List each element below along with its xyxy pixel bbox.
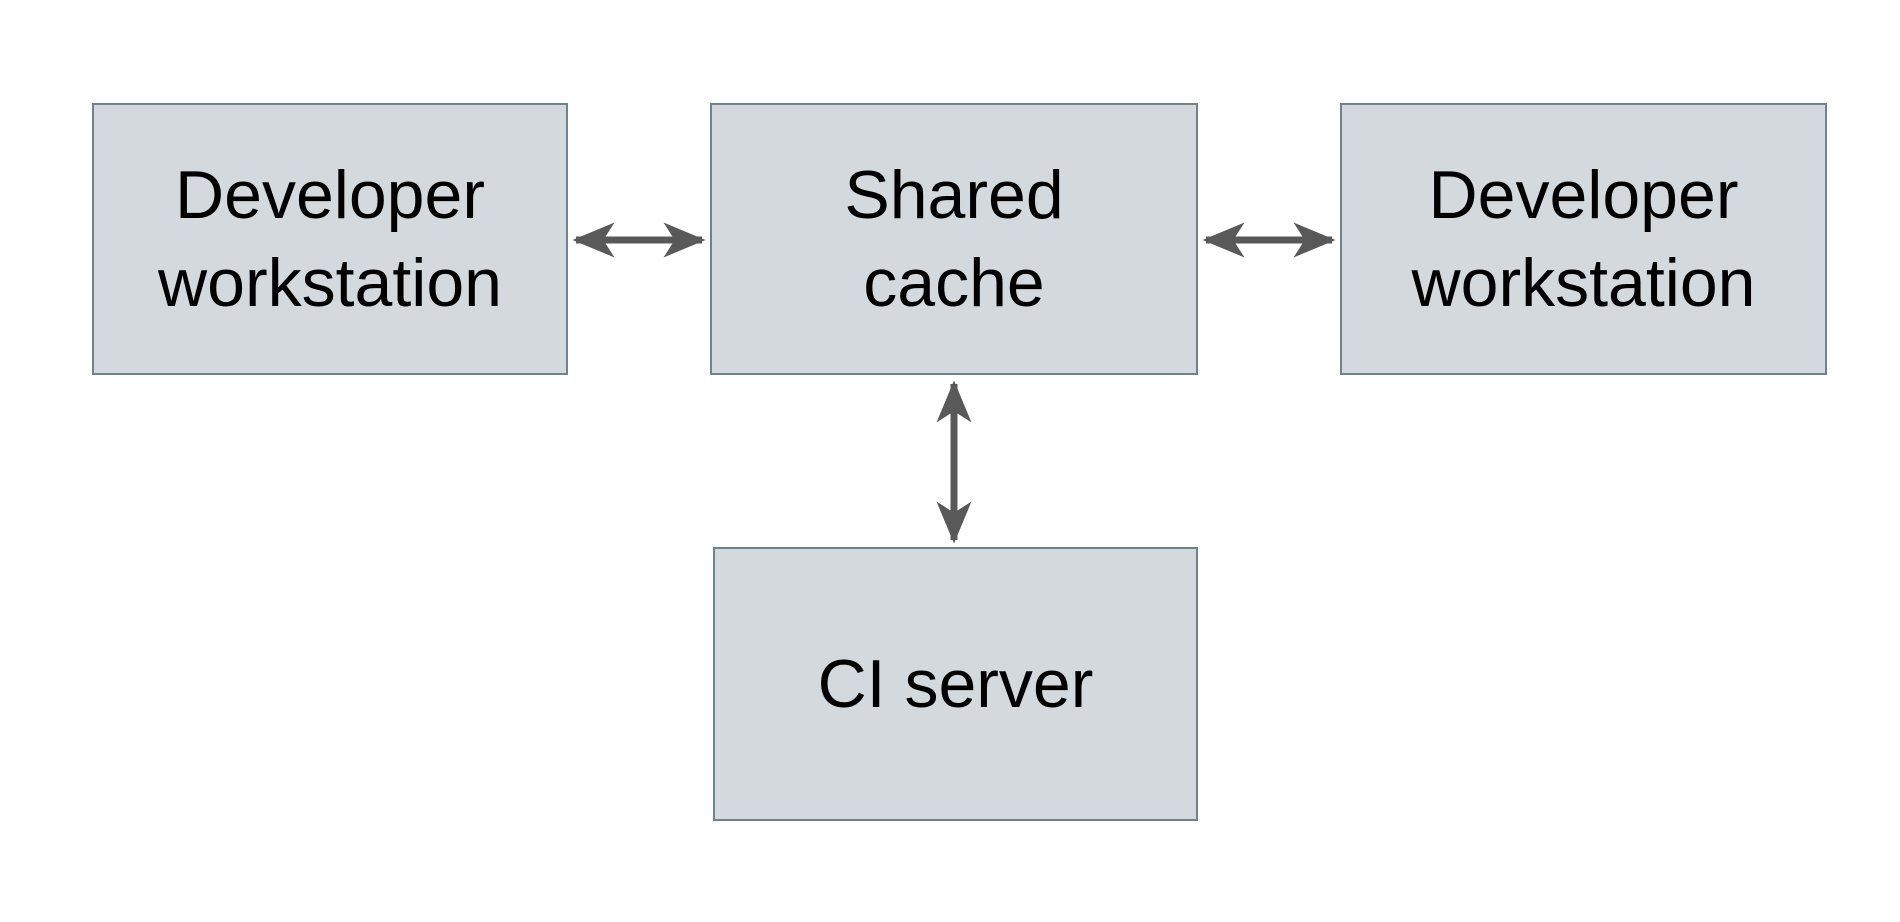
- node-label-line: Shared: [844, 157, 1064, 233]
- node-developer-workstation-right: Developer workstation: [1340, 103, 1827, 375]
- node-label-line: cache: [863, 245, 1045, 321]
- node-label-line: CI server: [817, 646, 1094, 722]
- node-label-line: workstation: [1411, 245, 1756, 321]
- node-label-line: Developer: [175, 157, 485, 233]
- node-shared-cache: Shared cache: [710, 103, 1198, 375]
- node-label-line: workstation: [158, 245, 502, 321]
- node-ci-server: CI server: [713, 547, 1198, 821]
- node-label-line: Developer: [1428, 157, 1739, 233]
- node-developer-workstation-left: Developer workstation: [92, 103, 568, 375]
